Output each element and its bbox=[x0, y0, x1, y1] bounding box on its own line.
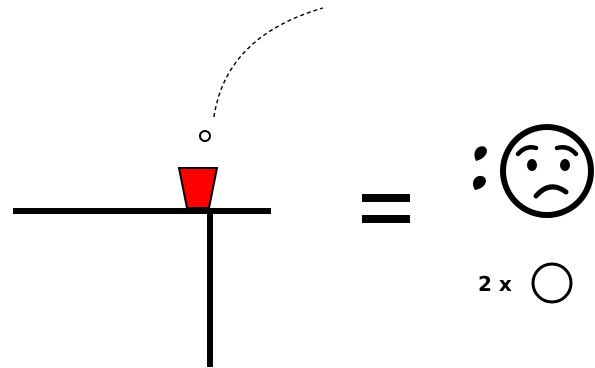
empty-circle-icon bbox=[531, 262, 573, 304]
ball bbox=[199, 130, 211, 142]
red-cup bbox=[177, 167, 219, 209]
table bbox=[13, 208, 271, 367]
sweat-drop-icon bbox=[473, 146, 487, 190]
equals-sign bbox=[362, 194, 410, 223]
sad-face-icon bbox=[500, 124, 594, 218]
count-label: 2 x bbox=[478, 272, 512, 296]
ball-trajectory bbox=[213, 7, 324, 118]
